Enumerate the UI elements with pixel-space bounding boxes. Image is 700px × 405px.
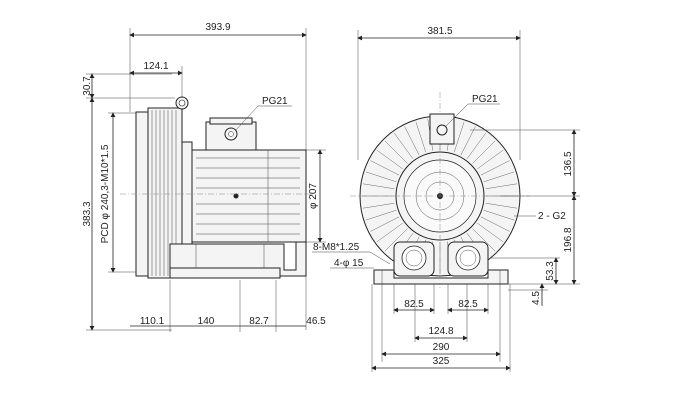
housing-rib (384, 228, 408, 252)
housing-rib (483, 209, 515, 221)
housing-rib (453, 121, 465, 153)
housing-rib (362, 183, 395, 190)
side-view: 393.9 124.1 30.7 383.3 PCD φ 240,3-M10*1… (82, 22, 326, 332)
housing-rib (365, 171, 397, 183)
dim-port-spacing: 124.8 (428, 326, 453, 337)
housing-rib (472, 228, 496, 252)
dim-height-53: 53.3 (545, 261, 556, 281)
dim-hole-spacing: 290 (433, 342, 450, 353)
housing-rib (370, 160, 400, 176)
dim-overall-height: 383.3 (82, 201, 93, 226)
label-pg21-side: PG21 (262, 96, 288, 107)
dim-top-extension: 30.7 (82, 76, 93, 96)
dim-port-width-right: 82.5 (458, 299, 478, 310)
dim-port-width-left: 82.5 (404, 299, 424, 310)
dim-inlet-offset: 124.1 (143, 61, 168, 72)
housing-rib (362, 202, 395, 209)
label-foot-holes: 4-φ 15 (334, 258, 364, 269)
housing-rib (384, 140, 408, 164)
dim-base-0: 110.1 (140, 316, 165, 327)
dim-foot-thickness: 4.5 (531, 291, 542, 305)
dim-base-width: 325 (433, 356, 450, 367)
housing-rib (477, 149, 504, 170)
label-pg21-front: PG21 (472, 94, 498, 105)
housing-rib (472, 140, 496, 164)
housing-rib (376, 149, 403, 170)
housing-rib (460, 126, 476, 156)
dim-pcd: PCD φ 240,3-M10*1.5 (100, 144, 111, 243)
housing-rib (485, 183, 518, 190)
housing-rib (466, 132, 487, 159)
label-base-bolt: 8-M8*1.25 (313, 242, 360, 253)
label-ports: 2 - G2 (538, 211, 566, 222)
front-view: 381.5 PG21 (350, 26, 580, 372)
housing-rib (404, 126, 420, 156)
housing-rib (480, 216, 510, 232)
dim-base-3: 46.5 (306, 316, 326, 327)
housing-rib (483, 171, 515, 183)
dim-height-196: 196.8 (563, 227, 574, 252)
dim-motor-diameter: φ 207 (308, 183, 319, 209)
housing-rib (485, 202, 518, 209)
housing-rib (365, 209, 397, 221)
dim-height-136: 136.5 (563, 151, 574, 176)
housing-rib (370, 216, 400, 232)
dim-overall-width: 381.5 (427, 26, 452, 37)
housing-rib (393, 132, 414, 159)
dim-overall-length: 393.9 (205, 22, 230, 33)
dim-base-2: 82.7 (249, 316, 269, 327)
dim-base-1: 140 (198, 316, 215, 327)
housing-rib (415, 121, 427, 153)
motor-fins (196, 150, 300, 242)
housing-rib (480, 160, 510, 176)
housing-rib (376, 222, 403, 243)
housing-rib (477, 222, 504, 243)
